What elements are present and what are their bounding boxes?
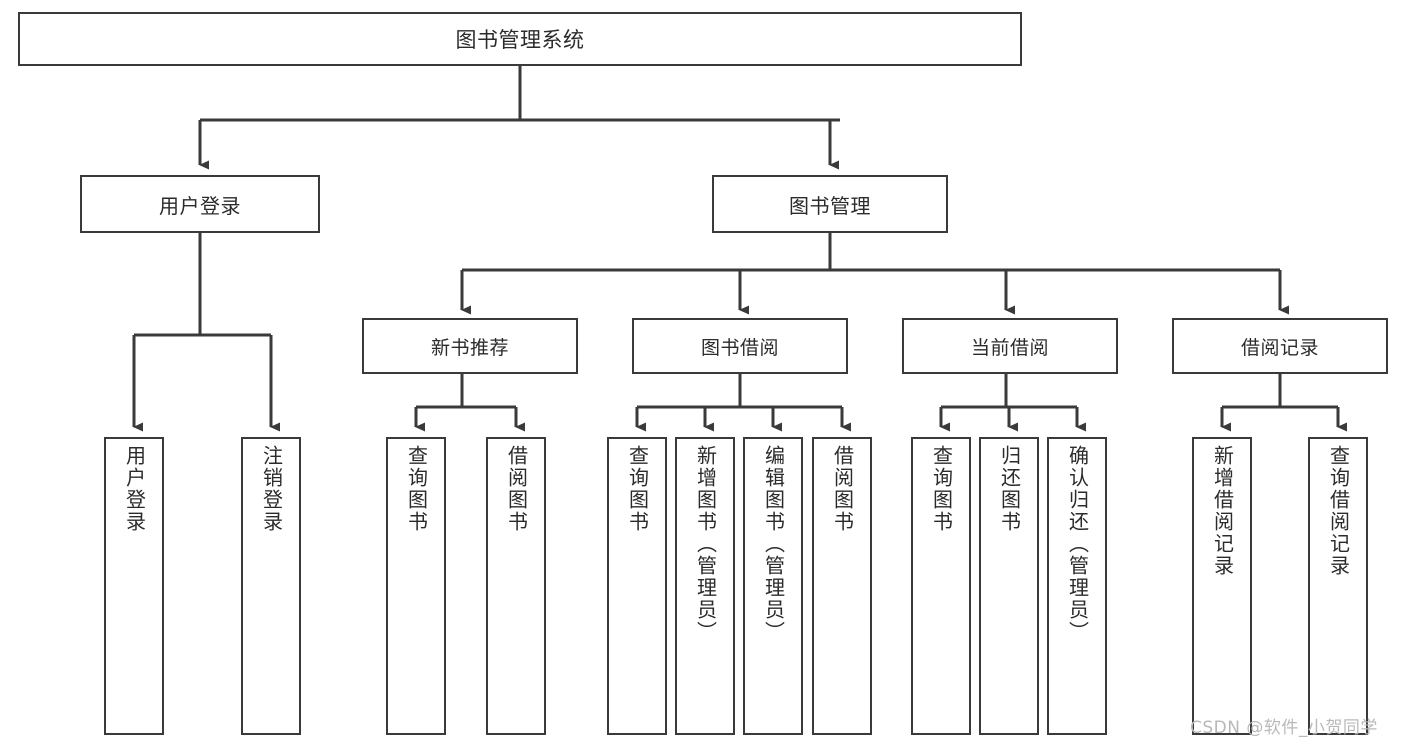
- node-label: 图书管理系统: [455, 28, 585, 52]
- node-book-borrow[interactable]: 图书借阅: [632, 318, 848, 374]
- leaf-borrow-book-recommend[interactable]: 借阅图书: [486, 437, 546, 735]
- node-label: 用户登录: [122, 445, 147, 533]
- node-label: 编辑图书（管理员）: [761, 445, 786, 643]
- node-label: 图书管理: [789, 193, 871, 218]
- node-book-management[interactable]: 图书管理: [712, 175, 948, 233]
- node-new-book-recommend[interactable]: 新书推荐: [362, 318, 578, 374]
- node-borrow-record[interactable]: 借阅记录: [1172, 318, 1388, 374]
- node-label: 新书推荐: [430, 336, 509, 359]
- node-label: 当前借阅: [970, 336, 1049, 359]
- leaf-query-book-current[interactable]: 查询图书: [911, 437, 971, 735]
- node-label: 用户登录: [159, 193, 241, 218]
- node-label: 查询图书: [625, 445, 650, 533]
- node-root-library-system[interactable]: 图书管理系统: [18, 12, 1022, 66]
- leaf-query-borrow-record[interactable]: 查询借阅记录: [1308, 437, 1368, 735]
- node-label: 查询借阅记录: [1326, 445, 1351, 577]
- leaf-user-login[interactable]: 用户登录: [104, 437, 164, 735]
- leaf-query-book-borrow[interactable]: 查询图书: [607, 437, 667, 735]
- node-label: 确认归还（管理员）: [1065, 445, 1090, 643]
- node-current-borrow[interactable]: 当前借阅: [902, 318, 1118, 374]
- node-label: 借阅图书: [830, 445, 855, 533]
- node-user-login[interactable]: 用户登录: [80, 175, 320, 233]
- node-label: 查询图书: [929, 445, 954, 533]
- node-label: 注销登录: [259, 445, 284, 533]
- node-label: 查询图书: [404, 445, 429, 533]
- leaf-add-borrow-record[interactable]: 新增借阅记录: [1192, 437, 1252, 735]
- node-label: 借阅图书: [504, 445, 529, 533]
- leaf-borrow-book[interactable]: 借阅图书: [812, 437, 872, 735]
- node-label: 图书借阅: [700, 336, 779, 359]
- node-label: 借阅记录: [1240, 336, 1319, 359]
- leaf-edit-book-admin[interactable]: 编辑图书（管理员）: [743, 437, 803, 735]
- node-label: 新增借阅记录: [1210, 445, 1235, 577]
- leaf-return-book[interactable]: 归还图书: [979, 437, 1039, 735]
- csdn-watermark: CSDN @软件_小贺同学: [1190, 718, 1378, 738]
- leaf-logout[interactable]: 注销登录: [241, 437, 301, 735]
- leaf-confirm-return-admin[interactable]: 确认归还（管理员）: [1047, 437, 1107, 735]
- node-label: 新增图书（管理员）: [693, 445, 718, 643]
- leaf-query-book-recommend[interactable]: 查询图书: [386, 437, 446, 735]
- node-label: 归还图书: [997, 445, 1022, 533]
- leaf-add-book-admin[interactable]: 新增图书（管理员）: [675, 437, 735, 735]
